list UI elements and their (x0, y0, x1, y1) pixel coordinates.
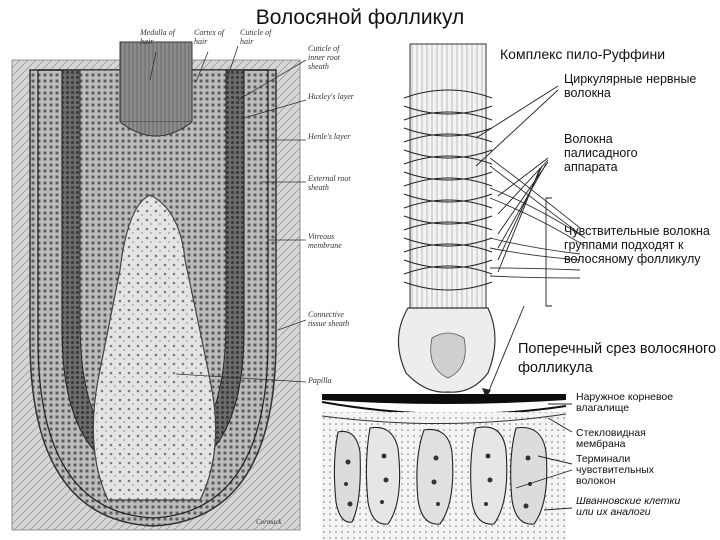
label-sensory-fibers: Чувствительные волокна группами подходят… (564, 224, 710, 266)
label-circular-fibers: Циркулярные нервные волокна (564, 72, 697, 100)
label-external: External root sheath (308, 174, 351, 192)
label-schwann-cells: Шванновские клетки или их аналоги (576, 495, 681, 518)
image-credit: Cormack (256, 518, 282, 526)
cross-section-panel: Наружное корневое влагалище Стекловидная… (316, 392, 720, 540)
slide-title: Волосяной фолликул (255, 6, 465, 29)
hair-follicle-histology: Medulla of hair Cortex of hair Cuticle o… (11, 28, 354, 531)
label-henle: Henle's layer (308, 132, 351, 141)
label-papilla: Papilla (308, 376, 332, 385)
label-terminals: Терминали чувствительных волокон (576, 453, 655, 487)
label-medulla: Medulla of hair (140, 28, 175, 46)
label-cuticle-inner: Cuticle of inner root sheath (308, 44, 340, 71)
ruffini-complex-panel: Комплекс пило-Руффини Циркулярные нервны… (380, 38, 720, 398)
label-outer-sheath: Наружное корневое влагалище (576, 391, 674, 414)
label-connective: Connective tissue sheath (308, 310, 350, 328)
ruffini-drawing (397, 43, 586, 398)
label-cortex: Cortex of hair (194, 28, 224, 46)
ruffini-heading: Комплекс пило-Руффини (500, 46, 666, 62)
label-huxley: Huxley's layer (308, 92, 354, 101)
label-cuticle-hair: Cuticle of hair (240, 28, 272, 46)
histology-drawing (11, 41, 307, 531)
cross-section-heading: Поперечный срез волосяного фолликула (518, 341, 717, 376)
label-palisade-fibers: Волокна палисадного аппарата (564, 132, 638, 174)
cross-section-drawing (321, 394, 573, 540)
label-vitreous: Vitreous membrane (308, 232, 342, 250)
label-glassy-membrane: Стекловидная мембрана (576, 427, 646, 450)
